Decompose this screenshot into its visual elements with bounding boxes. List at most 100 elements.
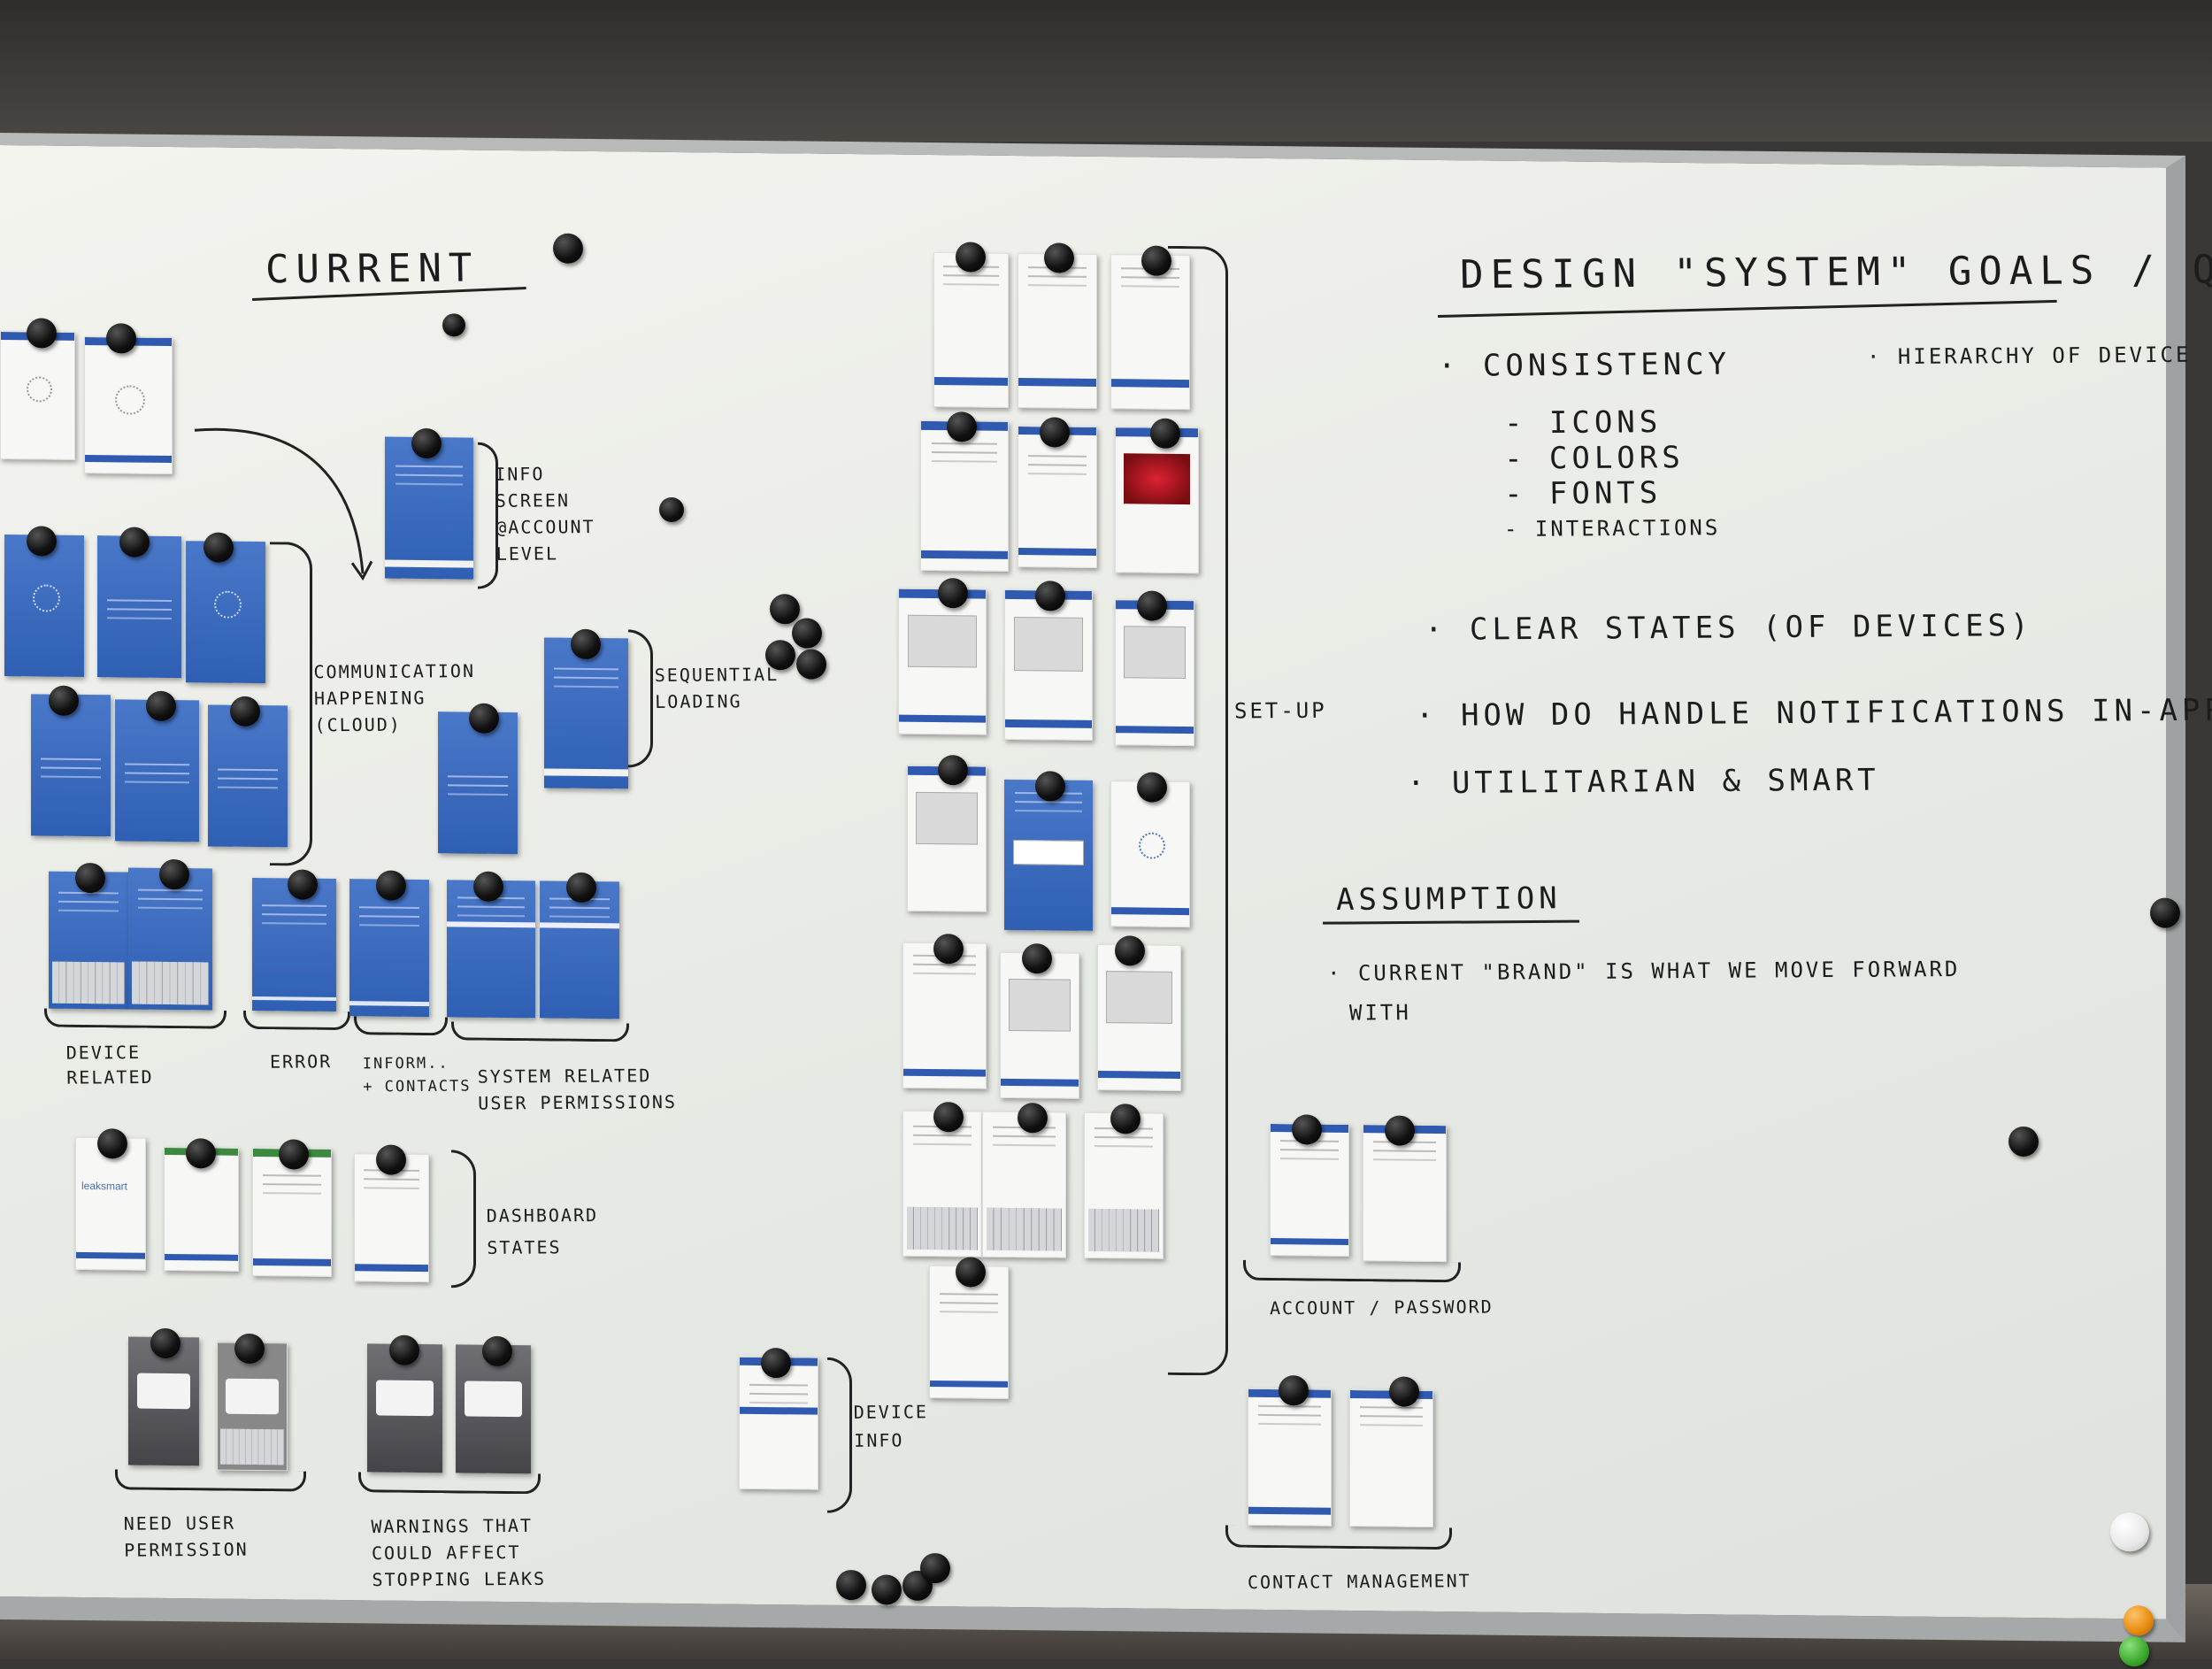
screen-card-setup-keyboard: [902, 1110, 982, 1258]
magnet: [836, 1569, 866, 1601]
goal-consistency: · CONSISTENCY: [1437, 346, 1732, 384]
magnet: [1141, 245, 1171, 276]
goal-clear-states: · CLEAR STATES (OF DEVICES): [1424, 608, 2033, 648]
magnet: [146, 690, 176, 722]
magnet: [1044, 242, 1074, 273]
label-inform: INFORM..+ CONTACTS: [362, 1054, 472, 1096]
goal-icons: - ICONS: [1503, 404, 1663, 442]
magnet: [204, 532, 234, 563]
magnet: [2150, 897, 2180, 928]
underline-assumption: [1323, 919, 1580, 925]
goal-fonts: - FONTS: [1503, 475, 1663, 512]
magnet: [27, 318, 57, 349]
magnet-orange: [2124, 1605, 2154, 1636]
screen-card-setup-blue: [1004, 779, 1093, 931]
magnet: [119, 527, 150, 558]
screen-card-error: [252, 877, 336, 1011]
brace-device-related: [44, 1008, 227, 1029]
screen-card-setup-sensor: [1110, 781, 1190, 928]
brace-contact: [1225, 1525, 1452, 1550]
magnet: [571, 628, 601, 660]
magnet: [230, 696, 260, 727]
magnet: [796, 649, 826, 680]
brace-error: [243, 1010, 350, 1031]
magnet-green: [2119, 1636, 2149, 1667]
magnet: [75, 862, 105, 894]
magnet: [1150, 418, 1180, 449]
screen-card-setup-diagram: [898, 588, 987, 735]
brace-device-info: [827, 1357, 852, 1514]
assumption-heading: ASSUMPTION: [1335, 881, 1563, 919]
magnet: [27, 526, 57, 557]
screen-card: [84, 335, 173, 475]
magnet: [288, 869, 318, 900]
magnet: [933, 934, 964, 965]
magnet: [553, 233, 583, 264]
leaksmart-logo: leaksmart: [81, 1180, 128, 1193]
magnet: [761, 1348, 791, 1379]
magnet-white: [2110, 1511, 2149, 1552]
screen-card: [544, 637, 628, 789]
magnet: [279, 1139, 309, 1170]
label-account-password: ACCOUNT / PASSWORD: [1269, 1296, 1494, 1319]
screen-card-check: [438, 711, 518, 855]
screen-card-setup: [1000, 951, 1079, 1099]
magnet: [389, 1334, 419, 1365]
brace-need-user: [115, 1469, 306, 1492]
screen-card-setup: [1110, 254, 1190, 411]
magnet: [49, 685, 79, 716]
heading-current: CURRENT: [265, 245, 480, 293]
screen-card-setup-diagram: [1115, 599, 1194, 747]
screen-card: [97, 535, 181, 679]
magnet: [1292, 1114, 1322, 1145]
assumption-line1: · CURRENT "BRAND" IS WHAT WE MOVE FORWAR…: [1326, 956, 1961, 986]
screen-card: [186, 541, 265, 684]
magnet: [1110, 1104, 1141, 1134]
magnet: [956, 1257, 986, 1288]
label-error: ERROR: [269, 1050, 333, 1073]
magnet: [482, 1335, 512, 1367]
magnet: [159, 858, 189, 890]
magnet: [1385, 1115, 1415, 1146]
screen-card-setup: [902, 942, 987, 1089]
magnet: [1115, 935, 1145, 966]
screen-card-setup-keyboard: [982, 1111, 1066, 1258]
brace-account: [1243, 1259, 1461, 1283]
magnet: [792, 618, 822, 649]
goal-interactions: - INTERACTIONS: [1503, 515, 1721, 542]
brace-system-related: [451, 1021, 629, 1042]
brace-sequential: [628, 629, 653, 768]
magnet: [469, 703, 499, 734]
brace-warnings: [358, 1472, 541, 1495]
magnet: [1035, 771, 1065, 802]
goal-notifications: · HOW DO HANDLE NOTIFICATIONS IN-APP?: [1415, 692, 2212, 734]
goal-hierarchy: · HIERARCHY OF DEVICE: [1866, 342, 2192, 370]
magnet: [566, 872, 596, 904]
magnet: [106, 323, 136, 354]
magnet: [473, 871, 503, 902]
magnet: [659, 496, 684, 523]
magnet: [150, 1327, 180, 1359]
screen-card-contact: [1349, 1388, 1433, 1527]
screen-card-setup: [920, 419, 1009, 572]
magnet: [186, 1138, 216, 1169]
screen-card-setup: [907, 765, 987, 912]
magnet: [933, 1102, 964, 1133]
brace-info-screen: [478, 442, 498, 589]
magnet: [1040, 417, 1070, 448]
magnet: [1137, 590, 1167, 621]
magnet: [1279, 1375, 1309, 1406]
screen-card-setup: [1097, 943, 1181, 1091]
brace-inform: [354, 1016, 448, 1036]
magnet: [442, 313, 465, 337]
magnet: [920, 1552, 950, 1584]
screen-card-setup: [933, 252, 1009, 408]
magnet: [872, 1574, 902, 1605]
